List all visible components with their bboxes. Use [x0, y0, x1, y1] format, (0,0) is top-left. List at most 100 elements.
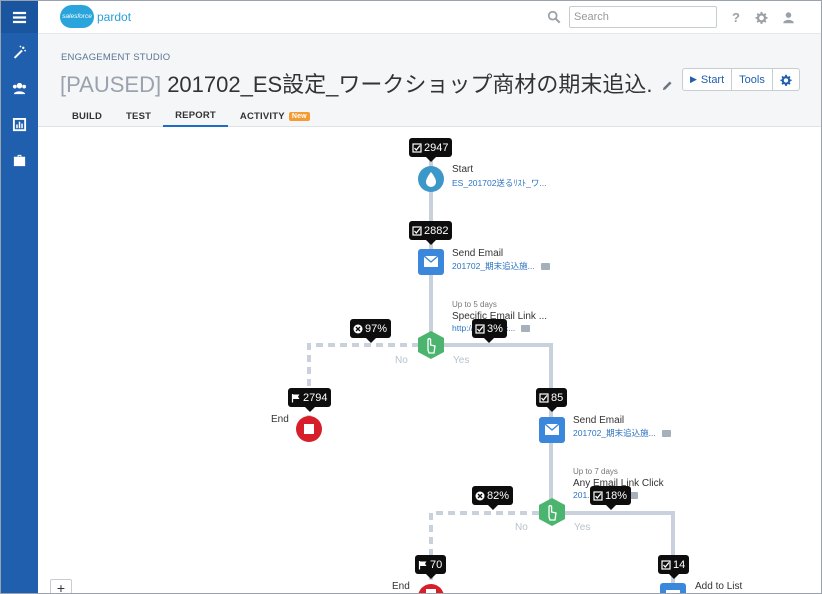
start-count-tooltip: 2947	[409, 138, 453, 162]
help-button[interactable]: ?	[728, 9, 744, 25]
end-node[interactable]	[296, 416, 322, 442]
email-link-trigger-node[interactable]	[418, 331, 444, 359]
start-node-label: Start	[452, 164, 474, 175]
camera-icon[interactable]	[628, 492, 638, 500]
pct-value: 18%	[605, 489, 628, 502]
add-to-list-node[interactable]	[660, 583, 686, 594]
yes-branch-label: Yes	[453, 355, 470, 366]
end-node-label: End	[271, 414, 289, 425]
settings-button[interactable]	[753, 9, 769, 25]
menu-button[interactable]	[1, 1, 38, 33]
send-email-node-label: Send Email	[452, 248, 504, 259]
end-count-tooltip: 70	[415, 555, 447, 579]
no-branch-label: No	[395, 355, 408, 366]
pardot-logo[interactable]: salesforce pardot	[60, 5, 131, 28]
count-value: 2947	[424, 141, 449, 154]
send-email-node-label: Send Email	[573, 415, 625, 426]
yes-pct-tooltip: 18%	[590, 486, 632, 510]
breadcrumb[interactable]: ENGAGEMENT STUDIO	[61, 52, 171, 63]
camera-icon[interactable]	[661, 430, 671, 438]
checkbox-icon	[661, 559, 671, 570]
email-template-name: 201702_期末追込施...	[452, 261, 535, 271]
checkbox-icon	[412, 225, 422, 236]
trigger-node-label: Any Email Link Click	[573, 478, 664, 489]
left-nav-rail	[1, 1, 38, 593]
checkbox-icon	[593, 490, 603, 501]
tab-test[interactable]: TEST	[114, 105, 163, 127]
search-icon[interactable]	[547, 10, 561, 24]
email-link-trigger-node[interactable]	[539, 498, 565, 526]
gear-icon	[754, 11, 768, 24]
prospects-nav-button[interactable]	[1, 71, 38, 105]
count-value: 70	[430, 558, 443, 571]
count-value: 14	[673, 558, 686, 571]
user-icon	[782, 11, 794, 23]
stop-icon	[426, 589, 436, 593]
marketing-nav-button[interactable]	[1, 35, 38, 69]
salesforce-cloud-logo: salesforce	[60, 5, 94, 28]
pct-value: 3%	[487, 322, 503, 335]
add-to-list-count-tooltip: 14	[658, 555, 690, 579]
checkbox-icon	[412, 142, 422, 153]
send-email-node[interactable]	[539, 417, 565, 443]
tools-button[interactable]: Tools	[732, 69, 773, 90]
start-node-list-link[interactable]: ES_201702送るﾘｽﾄ_ワ...	[452, 178, 547, 188]
gear-icon	[780, 74, 792, 86]
zoom-in-button[interactable]: +	[50, 579, 72, 594]
user-menu-button[interactable]	[780, 9, 796, 25]
reports-nav-button[interactable]	[1, 107, 38, 141]
end-node-label: End	[392, 581, 410, 592]
plus-icon: +	[56, 580, 66, 594]
email-template-name: 201702_期末追込施...	[573, 428, 656, 438]
program-header: ENGAGEMENT STUDIO [PAUSED] 201702_ES設定_ワ…	[38, 34, 821, 127]
camera-icon[interactable]	[540, 263, 550, 271]
camera-icon[interactable]	[521, 325, 531, 333]
tab-label: REPORT	[175, 109, 216, 121]
users-icon	[12, 82, 27, 94]
yes-pct-tooltip: 3%	[472, 319, 507, 343]
checkbox-icon	[475, 323, 485, 334]
end-node[interactable]	[418, 584, 444, 594]
tab-label: ACTIVITY	[239, 110, 285, 122]
stop-icon	[304, 424, 314, 434]
count-value: 2794	[303, 391, 328, 404]
tab-build[interactable]: BUILD	[60, 105, 114, 127]
checkbox-icon	[539, 392, 549, 403]
email-template-link[interactable]: 201702_期末追込施...	[452, 260, 550, 272]
email-template-link[interactable]: 201702_期末追込施...	[573, 427, 671, 439]
page-title: [PAUSED] 201702_ES設定_ワークショップ商材の期末追込.	[60, 67, 660, 99]
pencil-icon[interactable]	[662, 80, 673, 91]
send-email-node[interactable]	[418, 249, 444, 275]
new-badge: New	[288, 111, 310, 121]
flag-icon	[418, 560, 427, 569]
no-branch-label: No	[515, 522, 528, 533]
wait-duration: Up to 7 days	[573, 467, 618, 476]
hamburger-icon	[12, 11, 27, 23]
flow-canvas[interactable]: 2947 Start ES_201702送るﾘｽﾄ_ワ... 2882 Send…	[38, 127, 821, 594]
end-count-tooltip: 2794	[288, 388, 332, 412]
tab-label: TEST	[126, 110, 152, 122]
pointer-hand-icon	[548, 505, 557, 521]
bar-chart-icon	[12, 117, 27, 131]
start-button-label: Start	[700, 73, 725, 86]
pct-value: 82%	[487, 489, 510, 502]
help-icon: ?	[732, 9, 740, 25]
program-name: 201702_ES設定_ワークショップ商材の期末追込.	[167, 72, 653, 97]
product-name: pardot	[97, 9, 132, 24]
yes-branch-label: Yes	[574, 522, 591, 533]
wait-duration: Up to 5 days	[452, 300, 497, 309]
tab-label: BUILD	[72, 110, 103, 122]
search-input[interactable]	[569, 6, 717, 28]
pointer-hand-icon	[427, 338, 436, 354]
start-node[interactable]	[418, 166, 444, 192]
tab-report[interactable]: REPORT	[163, 105, 228, 127]
admin-nav-button[interactable]	[1, 143, 38, 177]
start-button[interactable]: ▶Start	[683, 69, 733, 90]
action-buttons: ▶Start Tools	[682, 68, 800, 91]
count-value: 85	[551, 391, 564, 404]
program-settings-button[interactable]	[773, 69, 799, 90]
pct-value: 97%	[365, 322, 388, 335]
x-circle-icon	[353, 324, 363, 333]
